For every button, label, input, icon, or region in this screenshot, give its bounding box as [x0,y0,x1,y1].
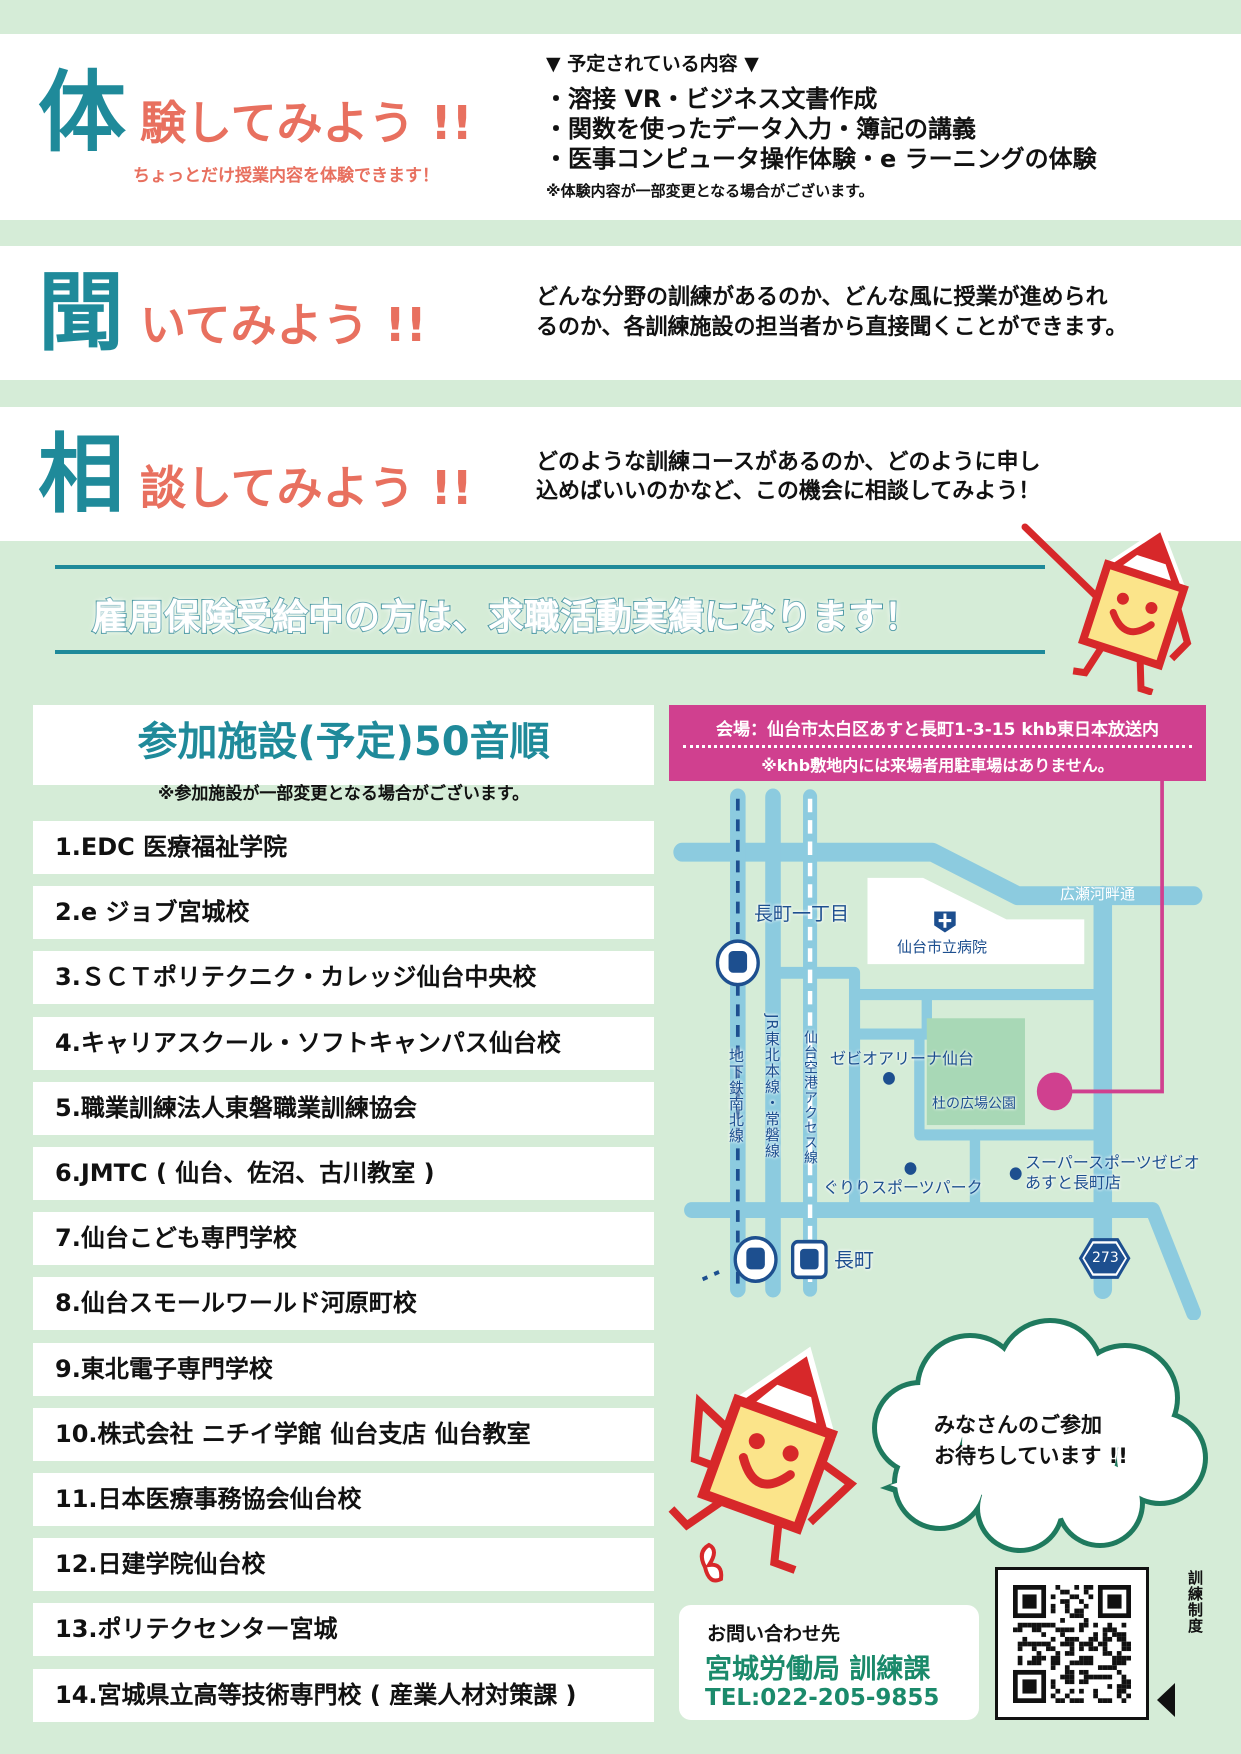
speech-bubble [872,1318,1208,1553]
access-map [673,781,1203,1320]
banner-line-bottom [55,650,1045,654]
section-text: 込めばいいのかなど、この機会に相談してみよう！ [536,479,1041,504]
content-heading: ▼ 予定されている内容 ▼ [546,53,759,75]
facility-list-item: 3.ＳＣＴポリテクニク・カレッジ仙台中央校 [33,951,654,1005]
banner-text: 雇用保険受給中の方は、求職活動実績になります！ [91,596,921,639]
section-text: どんな分野の訓練があるのか、どんな風に授業が進められ [536,285,1108,310]
content-bullet: ・溶接 VR・ビジネス文書作成 [544,85,878,113]
section-ask: 聞 いてみよう !! どんな分野の訓練があるのか、どんな風に授業が進められ るの… [0,246,1241,380]
facilities-header [33,705,654,785]
section-text: るのか、各訓練施設の担当者から直接聞くことができます。 [536,315,1128,340]
section-title: いてみよう !! [140,298,427,352]
qr-code-frame[interactable] [995,1567,1149,1720]
bubble-text: みなさんのご参加 [934,1413,1102,1437]
hospital-area [867,877,1085,965]
map-label-river-road: 広瀬河畔通 [1060,885,1136,903]
map-label-jr: JR東北本線・常磐線 [763,1014,781,1159]
venue-marker [1036,1072,1073,1111]
content-bullet: ・医事コンピュータ操作体験・e ラーニングの体験 [544,145,1097,173]
section-kanji: 体 [38,61,127,164]
section-kanji: 聞 [38,263,124,363]
facilities-title: 参加施設(予定)50音順 [137,719,550,765]
map-label-subway: 地下鉄南北線 [727,1048,745,1144]
contact-organization: 宮城労働局 訓練課 [705,1654,931,1685]
location-dot [904,1162,917,1175]
content-note: ※体験内容が一部変更となる場合がございます。 [546,182,874,200]
map-label-park: 杜の広場公園 [932,1096,1016,1112]
section-consult: 相 談してみよう !! どのような訓練コースがあるのか、どのように申し 込めばい… [0,407,1241,541]
contact-box: お問い合わせ先 宮城労働局 訓練課 TEL:022-205-9855 [679,1605,979,1720]
location-dot [883,1072,895,1085]
bubble-text: お待ちしています !! [934,1444,1128,1468]
facilities-note: ※参加施設が一部変更となる場合がございます。 [157,784,530,804]
mascot-pointer-illustration [1021,523,1192,695]
contact-label: お問い合わせ先 [707,1623,841,1645]
facility-list-item: 4.キャリアスクール・ソフトキャンパス仙台校 [33,1016,654,1070]
map-route-number: 273 [1092,1250,1119,1266]
map-label-xebio: スーパースポーツゼビオ [1025,1153,1200,1172]
section-subtitle: ちょっとだけ授業内容を体験できます！ [133,166,439,186]
facility-list-item: 7.仙台こども専門学校 [33,1212,654,1266]
venue-address: 会場：仙台市太白区あすと長町1-3-15 khb東日本放送内 [716,720,1159,740]
contact-phone: TEL:022-205-9855 [705,1685,940,1711]
facility-list-item: 8.仙台スモールワールド河原町校 [33,1277,654,1331]
facility-list-item: 11.日本医療事務協会仙台校 [33,1473,654,1526]
section-title: 談してみよう !! [140,461,473,515]
map-label-airport: 仙台空港アクセス線 [802,1030,818,1165]
map-label-xebio-branch: あすと長町店 [1025,1173,1122,1192]
facility-list-item: 12.日建学院仙台校 [33,1538,654,1592]
map-label-nagamachi-1chome: 長町一丁目 [754,903,850,925]
section-experience: 体 験してみよう !! ちょっとだけ授業内容を体験できます！ ▼ 予定されている… [0,34,1241,220]
pointer-triangle-icon [1157,1683,1175,1717]
road [767,966,861,1213]
map-label-arena: ゼビオアリーナ仙台 [830,1049,975,1068]
content-bullet: ・関数を使ったデータ入力・簿記の講義 [544,115,976,143]
mascot-running-illustration [668,1346,858,1583]
facility-list-item: 10.株式会社 ニチイ学館 仙台支店 仙台教室 [33,1407,654,1461]
facility-list-item: 6.JMTC ( 仙台、佐沼、古川教室 ) [33,1147,654,1200]
facility-list-item: 1.EDC 医療福祉学院 [33,821,654,874]
venue-parking-note: ※khb敷地内には来場者用駐車場はありません。 [761,756,1114,775]
road [914,1028,1099,1141]
facility-list-item: 14.宮城県立高等技術専門校 ( 産業人材対策課 ) [33,1668,654,1722]
facility-list-item: 2.e ジョブ宮城校 [33,886,654,940]
section-title: 験してみよう !! [140,96,473,150]
train-station-icon [715,939,760,987]
facility-list-item: 13.ポリテクセンター宮城 [33,1603,654,1657]
banner-line-top [55,565,1045,569]
map-label-hospital: 仙台市立病院 [897,938,988,956]
map-label-sports-park: ぐりりスポーツパーク [823,1178,983,1197]
qr-code[interactable] [1013,1585,1131,1703]
train-station-icon [733,1235,778,1284]
location-dot [1009,1167,1022,1181]
facility-list-item: 9.東北電子専門学校 [33,1342,654,1396]
facility-list-item: 5.職業訓練法人東磐職業訓練協会 [33,1081,654,1135]
venue-leader-line [1071,781,1164,1094]
map-label-station: 長町 [834,1248,874,1272]
section-kanji: 相 [38,425,124,525]
road [684,1202,1201,1320]
road [849,989,932,1040]
section-text: どのような訓練コースがあるのか、どのように申し [536,450,1041,475]
venue-header: 会場：仙台市太白区あすと長町1-3-15 khb東日本放送内 ※khb敷地内には… [669,705,1206,781]
park-area [926,1018,1025,1126]
train-station-icon [790,1239,828,1280]
qr-label: 訓練制度 [1186,1570,1204,1634]
venue-divider [683,745,1192,748]
